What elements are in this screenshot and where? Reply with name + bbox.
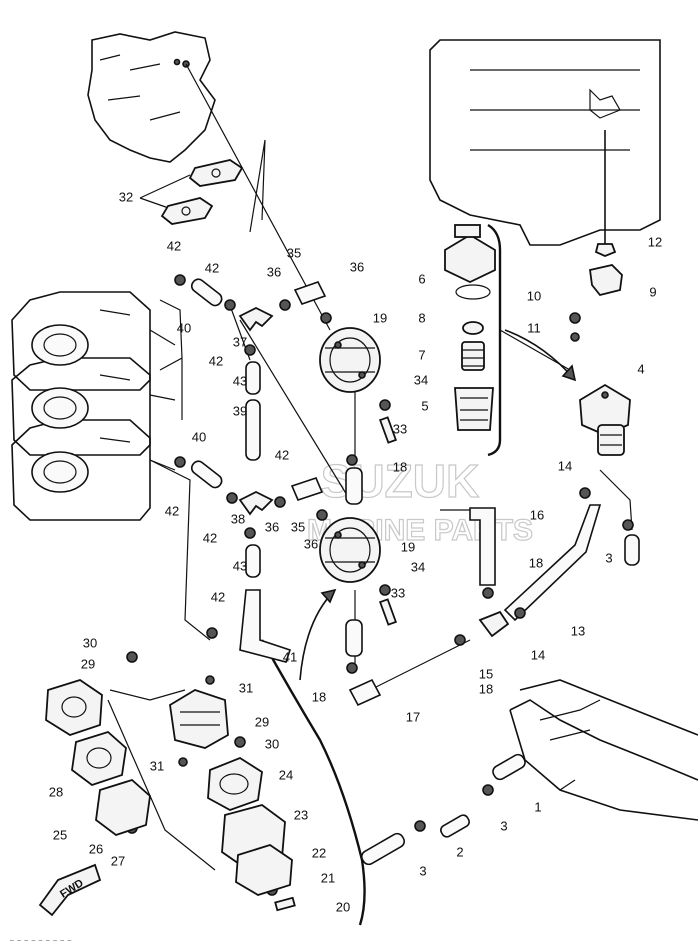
callout-42: 42 [211, 589, 225, 604]
callout-15: 15 [479, 666, 493, 681]
callout-39: 39 [233, 403, 247, 418]
callout-42: 42 [209, 353, 223, 368]
powerhead-outline [429, 39, 661, 250]
callout-33: 33 [391, 585, 405, 600]
fuel-pump-upper [319, 327, 381, 393]
callout-29: 29 [81, 656, 95, 671]
callout-32: 32 [119, 189, 133, 204]
callout-36: 36 [304, 536, 318, 551]
callout-3: 3 [605, 550, 612, 565]
callout-40: 40 [192, 429, 206, 444]
callout-8: 8 [418, 310, 425, 325]
callout-37: 37 [233, 334, 247, 349]
callout-19: 19 [373, 310, 387, 325]
callout-27: 27 [111, 853, 125, 868]
callout-19: 19 [401, 539, 415, 554]
callout-2: 2 [456, 844, 463, 859]
callout-18: 18 [393, 459, 407, 474]
callout-16: 16 [530, 507, 544, 522]
callout-28: 28 [49, 784, 63, 799]
callout-labels: 1233345678910111213141415161718181818191… [49, 189, 662, 914]
callout-35: 35 [291, 519, 305, 534]
callout-30: 30 [83, 635, 97, 650]
callout-42: 42 [167, 238, 181, 253]
callout-33: 33 [393, 421, 407, 436]
callout-36: 36 [350, 259, 364, 274]
callout-40: 40 [177, 320, 191, 335]
footer-note: — — — — — — — — — [9, 937, 72, 944]
callout-22: 22 [312, 845, 326, 860]
callout-3: 3 [419, 863, 426, 878]
fuel-pump-lower [319, 517, 381, 583]
callout-42: 42 [203, 530, 217, 545]
callout-1: 1 [534, 799, 541, 814]
callout-38: 38 [231, 511, 245, 526]
flow-arrows [299, 329, 577, 681]
callout-18: 18 [312, 689, 326, 704]
callout-24: 24 [279, 767, 293, 782]
callout-17: 17 [406, 709, 420, 724]
callout-7: 7 [418, 347, 425, 362]
carburetor-bank [11, 291, 176, 521]
filter-group-bracket [487, 223, 502, 457]
hose-clips [126, 274, 634, 896]
callout-4: 4 [637, 361, 644, 376]
callout-31: 31 [239, 680, 253, 695]
callout-18: 18 [479, 681, 493, 696]
callout-34: 34 [411, 559, 425, 574]
callout-18: 18 [529, 555, 543, 570]
callout-42: 42 [205, 260, 219, 275]
callout-13: 13 [571, 623, 585, 638]
callout-43: 43 [233, 373, 247, 388]
callout-42: 42 [275, 447, 289, 462]
callout-10: 10 [527, 288, 541, 303]
callout-11: 11 [527, 320, 541, 335]
callout-14: 14 [558, 458, 572, 473]
callout-5: 5 [421, 398, 428, 413]
callout-21: 21 [321, 870, 335, 885]
callout-29: 29 [255, 714, 269, 729]
engine-block-outline [87, 31, 216, 163]
fuel-filter-parts [444, 224, 496, 431]
fuel-pump-group-bracket [260, 639, 366, 926]
hoses-left [190, 278, 640, 866]
callout-43: 43 [233, 558, 247, 573]
callout-31: 31 [150, 758, 164, 773]
callout-25: 25 [53, 827, 67, 842]
callout-3: 3 [500, 818, 507, 833]
fuel-filter-assembly [579, 383, 631, 456]
callout-26: 26 [89, 841, 103, 856]
callout-35: 35 [287, 245, 301, 260]
callout-41: 41 [283, 649, 297, 664]
callout-42: 42 [165, 503, 179, 518]
callout-36: 36 [265, 519, 279, 534]
callout-6: 6 [418, 271, 425, 286]
callout-23: 23 [294, 807, 308, 822]
callout-34: 34 [414, 372, 428, 387]
fuel-pump-assembly-exploded [45, 679, 296, 912]
bolts-33 [378, 416, 398, 626]
callout-12: 12 [648, 234, 662, 249]
callout-36: 36 [267, 264, 281, 279]
gasket-32 [160, 159, 244, 225]
forward-direction-badge: FWD [38, 863, 102, 917]
callout-9: 9 [649, 284, 656, 299]
filter-bracket [588, 243, 623, 297]
callout-14: 14 [531, 647, 545, 662]
callout-20: 20 [336, 899, 350, 914]
callout-30: 30 [265, 736, 279, 751]
